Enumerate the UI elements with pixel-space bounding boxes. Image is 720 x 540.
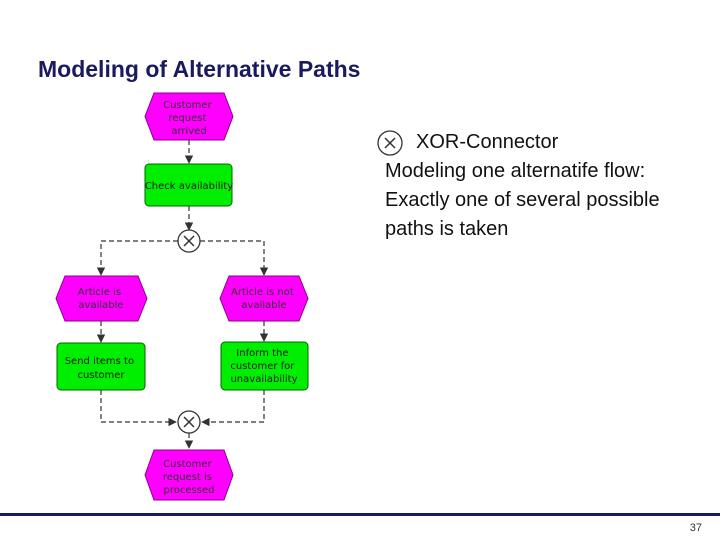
footer-rule [0,513,720,516]
label-line: Article is [78,287,121,298]
label-line: request is [163,472,212,483]
event-customer-request-arrived: Customer request arrived [144,92,234,141]
label-line: unavailability [230,374,297,385]
epc-diagram: Customer request arrived Check availabil… [55,92,309,501]
event-shape [219,275,309,322]
label-line: arrived [171,126,206,137]
edge-split-to-not-available [200,240,269,276]
function-label: Check availability [145,181,233,192]
explanation-line: Exactly one of several possible [385,189,660,211]
event-label: Customer request is processed [163,459,215,496]
function-shape [144,163,233,207]
explanation-line: Modeling one alternatife flow: [385,160,646,182]
label-line: customer [77,370,125,381]
event-shape [144,449,234,501]
event-label: Customer request arrived [163,100,215,137]
xor-connector-legend: XOR-Connector [376,128,716,157]
label-line: Inform the [236,348,288,359]
label-line: available [78,300,123,311]
function-send-items: Send items to customer [56,342,146,391]
label-line: customer for [230,361,295,372]
function-label: Inform the customer for unavailability [230,348,297,385]
event-customer-request-processed: Customer request is processed [144,449,234,501]
event-article-available: Article is available [55,275,148,322]
label-line: Send items to [65,356,134,367]
function-check-availability: Check availability [144,163,233,207]
function-shape [56,342,146,391]
xor-join-connector [177,410,201,434]
xor-split-cross [183,235,195,247]
edge-inform-to-join [201,390,265,427]
event-shape [144,92,234,141]
xor-connector-label: XOR-Connector [416,131,559,153]
explanation-text: XOR-Connector Modeling one alternatife f… [376,128,716,244]
function-label: Send items to customer [65,356,138,381]
event-label: Article is available [78,287,124,311]
label-line: request [168,113,206,124]
edge-send-to-join [100,390,177,427]
explanation-line: paths is taken [385,218,509,240]
function-shape [220,341,309,391]
control-flow-edges [96,140,269,449]
slide-title: Modeling of Alternative Paths [38,56,361,82]
label-line: processed [164,485,215,496]
event-label: Article is not available [231,287,297,311]
label-line: Article is not [231,287,294,298]
label-line: Customer [163,459,212,470]
label-line: Customer [163,100,212,111]
edge-split-to-available [96,240,178,276]
xor-join-cross [183,416,195,428]
xor-connector-icon [377,129,403,156]
event-article-not-available: Article is not available [219,275,309,322]
label-line: Check availability [145,181,233,192]
event-shape [55,275,148,322]
label-line: available [241,300,286,311]
function-inform-customer: Inform the customer for unavailability [220,341,309,391]
page-number: 37 [689,522,702,534]
xor-split-connector [177,229,201,253]
